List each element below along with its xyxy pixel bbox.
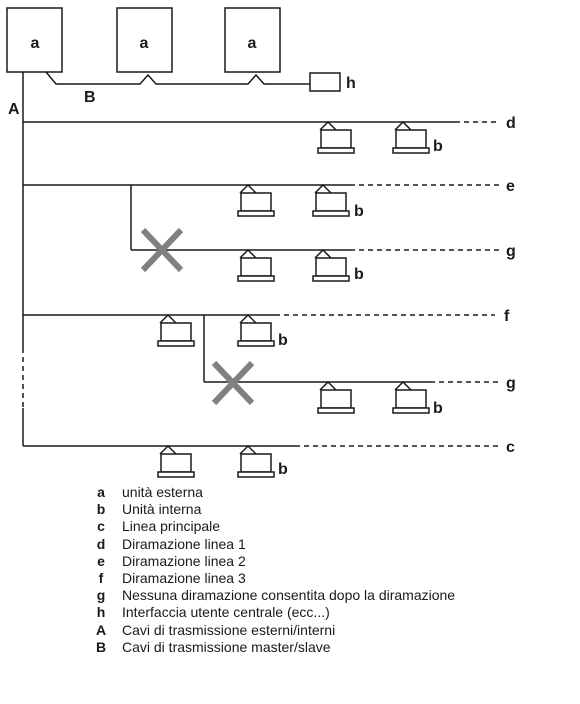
legend-text: Diramazione linea 3 [122,569,246,586]
branch-line-f [23,314,495,382]
indoor-label-c: b [278,461,288,478]
wiring-diagram: a a a B h A d b e b g b [6,7,516,478]
cable-B-label: B [84,89,96,106]
main-line-label: c [506,439,515,456]
branch-g-label-2: g [506,375,516,392]
legend-item: c Linea principale [88,518,455,535]
legend-text: Diramazione linea 1 [122,535,246,552]
outdoor-label-1: a [31,35,40,52]
outdoor-unit-3 [224,7,281,73]
legend-key: c [97,518,105,535]
legend-key: b [96,501,106,518]
indoor-unit [312,249,350,282]
indoor-label-g1: b [354,266,364,283]
legend-item: B Cavi di trasmissione master/slave [88,639,455,656]
branch-f-label: f [504,308,510,325]
legend-item: e Diramazione linea 2 [88,553,455,570]
legend-item: g Nessuna diramazione consentita dopo la … [88,587,455,604]
legend-text: unità esterna [122,484,203,500]
indoor-unit [237,184,275,217]
cable-A-label: A [8,101,20,118]
legend-key: a [97,484,105,500]
indoor-unit [312,184,350,217]
outdoor-units: a a a [6,7,281,73]
legend-key: A [95,621,107,638]
branch-line-e [23,184,500,250]
outdoor-label-3: a [248,35,257,52]
legend-text: Interfaccia utente centrale (ecc...) [122,604,330,621]
legend-text: Diramazione linea 2 [122,552,246,569]
indoor-unit [157,445,195,478]
legend-item: f Diramazione linea 3 [88,570,455,587]
legend-item: A Cavi di trasmissione esterni/interni [88,622,455,639]
legend-text: Cavi di trasmissione master/slave [122,638,331,655]
indoor-unit [317,381,355,414]
outdoor-unit-1 [6,7,63,73]
branch-e-label: e [506,178,515,195]
legend-item: h Interfaccia utente centrale (ecc...) [88,604,455,621]
legend-text: Nessuna diramazione consentita dopo la d… [122,587,456,604]
legend-key: h [96,604,106,621]
indoor-unit [237,445,275,478]
indoor-unit [237,314,275,347]
legend-item: a unità esterna [88,484,455,501]
central-interface [309,72,341,92]
indoor-label-f: b [278,332,288,349]
legend-item: b Unità interna [88,501,455,518]
indoor-unit [392,381,430,414]
indoor-unit [317,121,355,154]
forbidden-cross-icon [211,360,255,406]
forbidden-cross-icon [140,227,184,273]
indoor-label-e: b [354,203,364,220]
indoor-unit [157,314,195,347]
outdoor-label-2: a [140,35,149,52]
indoor-label-g2: b [433,400,443,417]
branch-d-label: d [506,115,516,132]
master-slave-cable [45,71,310,85]
indoor-unit [237,249,275,282]
legend: a unità esterna b Unità interna c Linea pri… [88,484,455,656]
legend-key: e [97,552,105,569]
legend-key: g [96,587,106,604]
legend-item: d Diramazione linea 1 [88,536,455,553]
outdoor-unit-2 [116,7,173,73]
legend-text: Cavi di trasmissione esterni/interni [122,621,336,638]
legend-key: d [96,535,106,552]
legend-key: B [95,638,107,655]
indoor-unit [392,121,430,154]
legend-key: f [98,569,104,586]
indoor-label-d: b [433,138,443,155]
branch-g-label-1: g [506,243,516,260]
legend-text: Unità interna [122,501,202,518]
interface-label: h [346,75,356,92]
legend-text: Linea principale [122,518,221,535]
